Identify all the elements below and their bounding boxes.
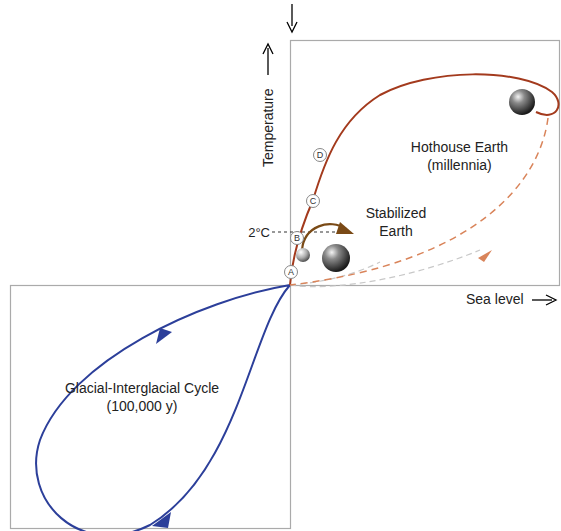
threshold-label: 2°C — [248, 225, 270, 241]
state-label: Stabilized Earth — [360, 205, 432, 240]
state-label: Hothouse Earth (millennia) — [392, 139, 527, 174]
axis-label: Temperature — [259, 89, 277, 168]
marker-letter: C — [310, 197, 317, 206]
marker-letter: B — [294, 234, 300, 243]
stage-marker: C — [306, 194, 320, 208]
stage-marker: B — [290, 231, 304, 245]
axis-label: Sea level — [466, 291, 524, 309]
stage-marker: D — [313, 148, 327, 162]
marker-letter: D — [317, 151, 324, 160]
stage-marker: A — [284, 265, 298, 279]
cycle-label: Glacial-Interglacial Cycle (100,000 y) — [62, 380, 222, 415]
marker-letter: A — [288, 268, 294, 277]
